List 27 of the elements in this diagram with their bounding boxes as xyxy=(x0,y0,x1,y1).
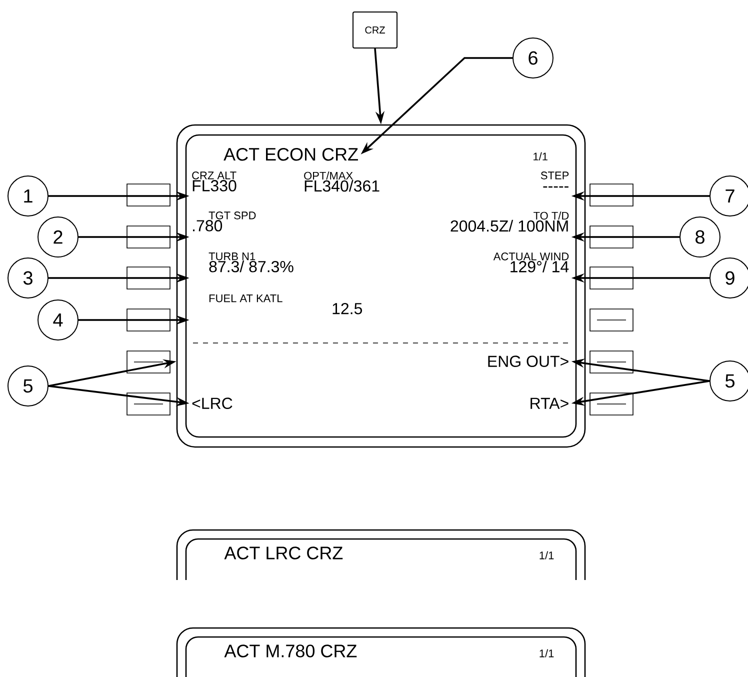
callout-number: 6 xyxy=(512,38,554,78)
callout-number: 5 xyxy=(8,366,48,406)
page-number: 1/1 xyxy=(534,152,548,160)
callout-number: 7 xyxy=(710,176,748,216)
data-field: CRZ ALT FL330 xyxy=(192,172,236,192)
prompt-text: RTA> xyxy=(530,398,568,409)
data-field: FUEL AT KATL 12.5 xyxy=(209,294,362,314)
prompt-text: ENG OUT> xyxy=(488,356,568,367)
callout-number: 3 xyxy=(8,258,48,298)
callout-number: 2 xyxy=(38,216,78,258)
data-field: TGT SPD .780 xyxy=(193,212,256,232)
screen-header: ACT LRC CRZ 1/1 xyxy=(176,529,586,580)
data-field: TO T/D 2004.5Z/ 100NM xyxy=(450,212,569,232)
screen-header: ACT M.780 CRZ 1/1 xyxy=(176,627,586,677)
callout-number: 4 xyxy=(38,300,78,340)
display-screen xyxy=(176,124,586,448)
data-field: ACTUAL WIND 129°/ 14 xyxy=(493,252,569,272)
prompt-text: <LRC xyxy=(192,398,232,409)
page-title: ACT ECON CRZ xyxy=(224,148,358,161)
key-button: CRZ xyxy=(352,12,398,48)
callout-number: 8 xyxy=(680,216,720,258)
callout-number: 1 xyxy=(8,176,48,216)
callout-number: 5 xyxy=(710,360,748,402)
callout-number: 9 xyxy=(710,258,748,298)
data-field: STEP ----- xyxy=(540,172,569,188)
data-field: OPT/MAX FL340/361 xyxy=(304,172,380,192)
data-field: TURB N1 87.3/ 87.3% xyxy=(208,252,294,272)
